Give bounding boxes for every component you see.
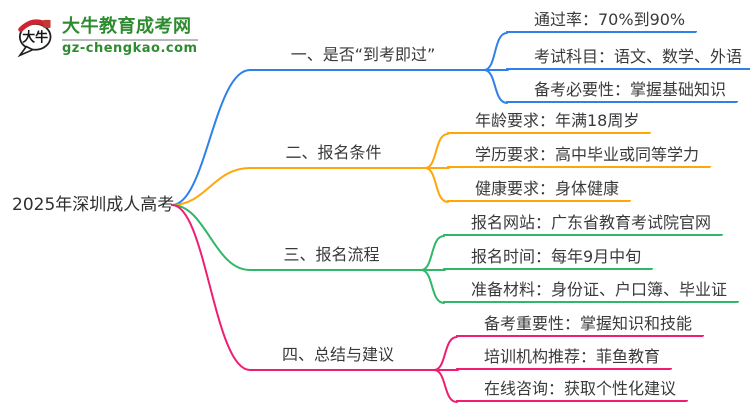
branch-label-2[interactable]: 二、报名条件 — [285, 143, 382, 162]
branch-item-age-requirement[interactable]: 年龄要求：年满18周岁 — [447, 110, 652, 134]
branch-label-3[interactable]: 三、报名流程 — [283, 245, 380, 264]
branch-item-pass-rate[interactable]: 通过率：70%到90% — [506, 9, 698, 33]
branch-item-prep-importance[interactable]: 备考重要性：掌握知识和技能 — [456, 313, 705, 337]
branch-label-1[interactable]: 一、是否“到考即过” — [290, 45, 436, 64]
branch-item-exam-subjects[interactable]: 考试科目：语文、数学、外语 — [506, 46, 750, 70]
branch-label-4[interactable]: 四、总结与建议 — [281, 345, 394, 364]
branch-item-materials[interactable]: 准备材料：身份证、户口簿、毕业证 — [443, 279, 740, 303]
branch-item-online-consult[interactable]: 在线咨询：获取个性化建议 — [456, 378, 689, 402]
branch-item-registration-time[interactable]: 报名时间：每年9月中旬 — [443, 246, 654, 270]
site-name: 大牛教育成考网 — [62, 15, 192, 37]
site-logo: 大牛 大牛教育成考网 gz-chengkao.com — [16, 15, 198, 57]
branch-item-training-recommendation[interactable]: 培训机构推荐：菲鱼教育 — [456, 346, 673, 370]
site-url: gz-chengkao.com — [62, 40, 198, 56]
daniu-logo-icon: 大牛 — [17, 19, 52, 57]
branch-item-education-requirement[interactable]: 学历要求：高中毕业或同等学力 — [447, 144, 712, 168]
branch-item-registration-site[interactable]: 报名网站：广东省教育考试院官网 — [443, 212, 724, 236]
branch-item-prep-necessity[interactable]: 备考必要性：掌握基础知识 — [506, 79, 739, 103]
logo-divider — [62, 38, 198, 41]
branch-item-health-requirement[interactable]: 健康要求：身体健康 — [447, 178, 632, 202]
central-topic-node[interactable]: 2025年深圳成人高考 — [12, 195, 175, 215]
logo-icon-text: 大牛 — [22, 30, 48, 46]
